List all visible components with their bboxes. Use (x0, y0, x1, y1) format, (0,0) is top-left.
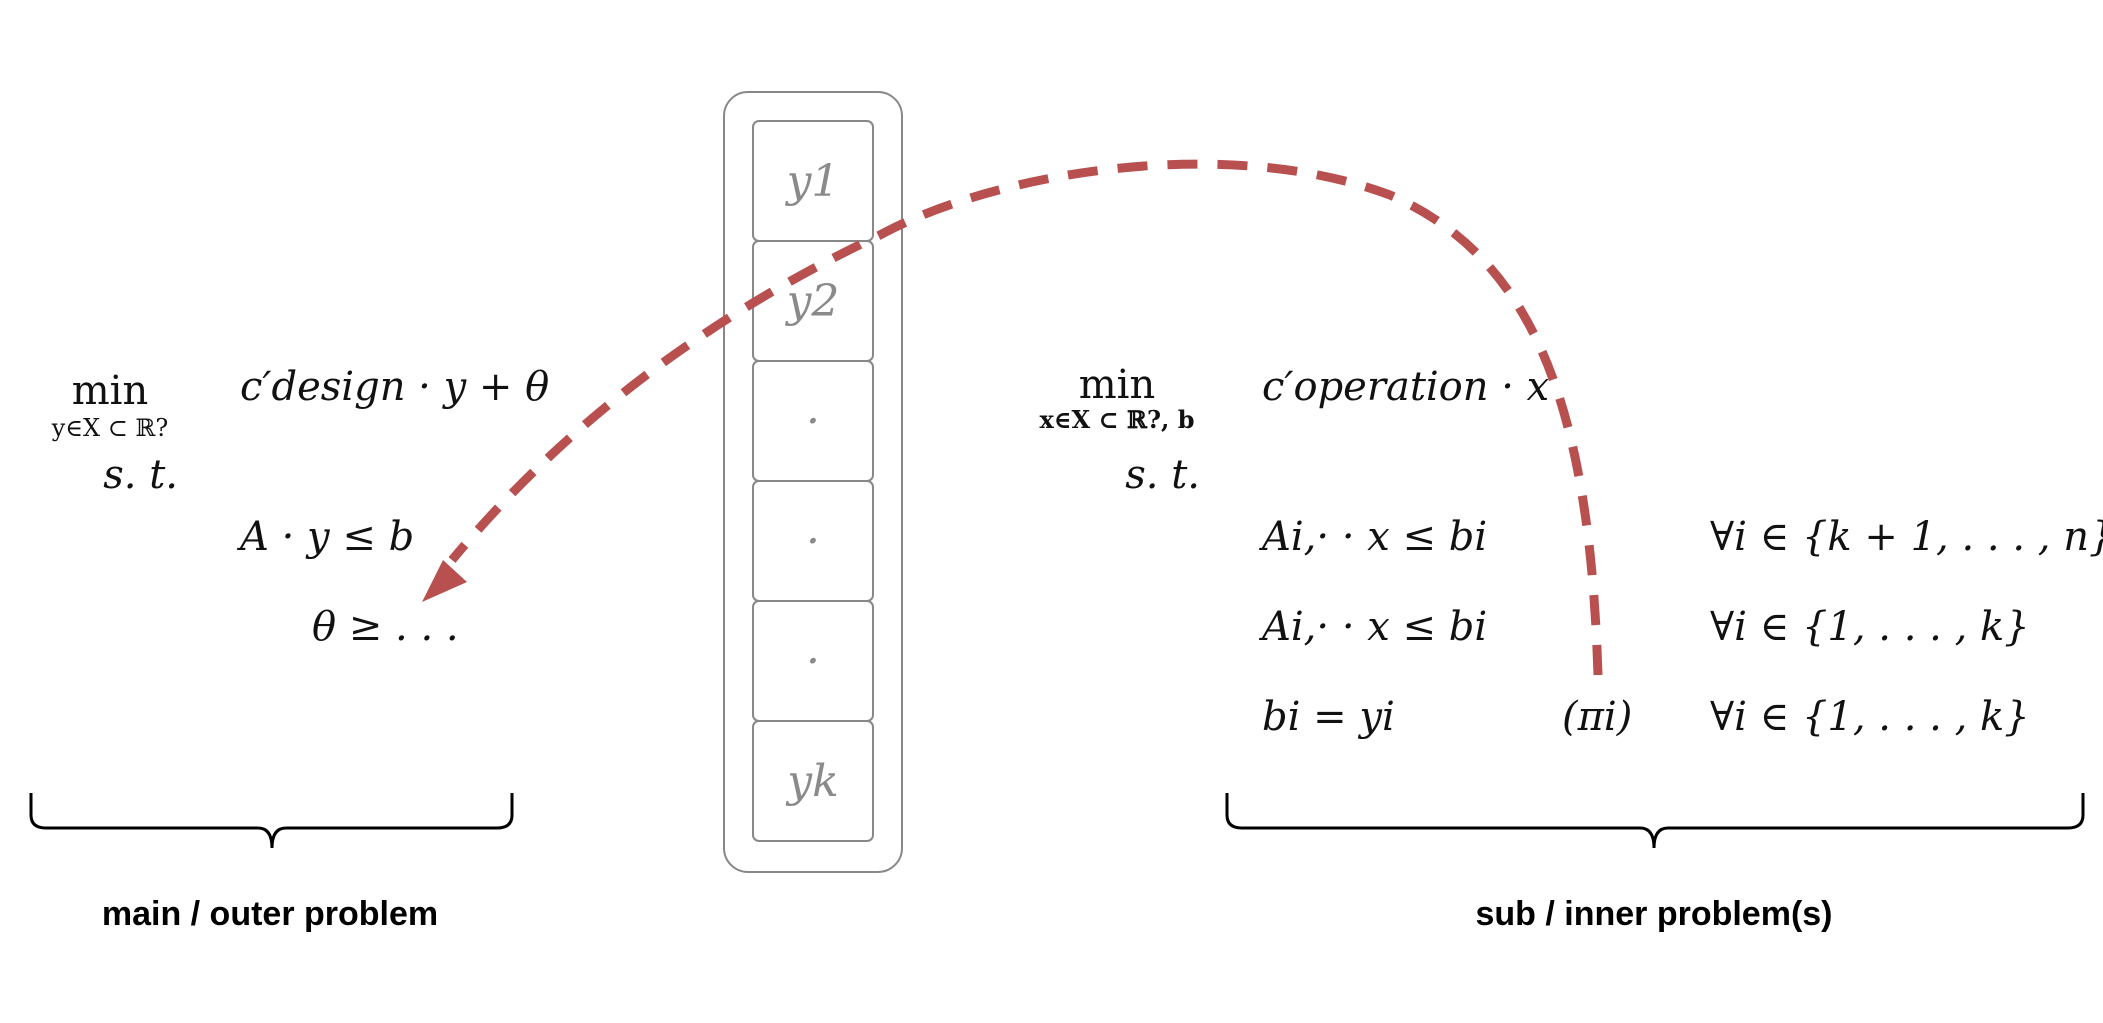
vector-cell (752, 720, 874, 842)
vector-cell-label: y1 (785, 156, 840, 207)
vector-cell-label: y2 (785, 276, 840, 327)
outer-caption: main / outer problem (102, 895, 438, 933)
inner-constraint-1: Ai,· · x ≤ bi (1258, 514, 1487, 560)
inner-constraint-2-domain: ∀i ∈ {1, . . . , k} (1710, 604, 2030, 650)
feedback-arrowhead (422, 560, 467, 602)
outer-constraint-2: θ ≥ . . . (312, 604, 459, 650)
vector-cell-label: · (806, 396, 820, 447)
inner-constraint-3-dual: (πi) (1562, 694, 1632, 740)
outer-subject-to: s. t. (103, 452, 178, 498)
outer-constraint-1: A · y ≤ b (236, 514, 414, 560)
vector-cell-label: · (806, 636, 820, 687)
inner-constraint-3-domain: ∀i ∈ {1, . . . , k} (1710, 694, 2030, 740)
outer-brace (29, 793, 514, 849)
outer-objective: c′design · y + θ (240, 364, 549, 410)
feedback-arrow-path (448, 159, 1603, 676)
vector-cell-label: · (806, 516, 820, 567)
inner-objective: c′operation · x (1262, 364, 1549, 410)
inner-problem: min x∈X ⊂ ℝ?, b s. t. c′operation · x Ai… (1039, 362, 2103, 933)
dashed-curved-arrow-icon (422, 159, 1603, 676)
vector-frame (723, 91, 903, 873)
inner-constraint-2: Ai,· · x ≤ bi (1258, 604, 1487, 650)
inner-min-domain: x∈X ⊂ ℝ?, b (1039, 405, 1194, 434)
inner-subject-to: s. t. (1125, 452, 1200, 498)
outer-problem: min y∈X ⊂ ℝ? s. t. c′design · y + θ A · … (29, 364, 549, 933)
inner-min-operator: min (1079, 362, 1155, 408)
vector-cell-label: yk (785, 756, 839, 807)
inner-brace (1225, 793, 2085, 849)
outer-min-operator: min (72, 368, 148, 414)
inner-constraint-3: bi = yi (1262, 694, 1395, 740)
outer-min-domain: y∈X ⊂ ℝ? (51, 414, 169, 442)
inner-caption: sub / inner problem(s) (1475, 895, 1832, 933)
coupling-vector: y1 y2 · · · yk (723, 91, 903, 873)
inner-constraint-1-domain: ∀i ∈ {k + 1, . . . , n} (1710, 514, 2103, 560)
